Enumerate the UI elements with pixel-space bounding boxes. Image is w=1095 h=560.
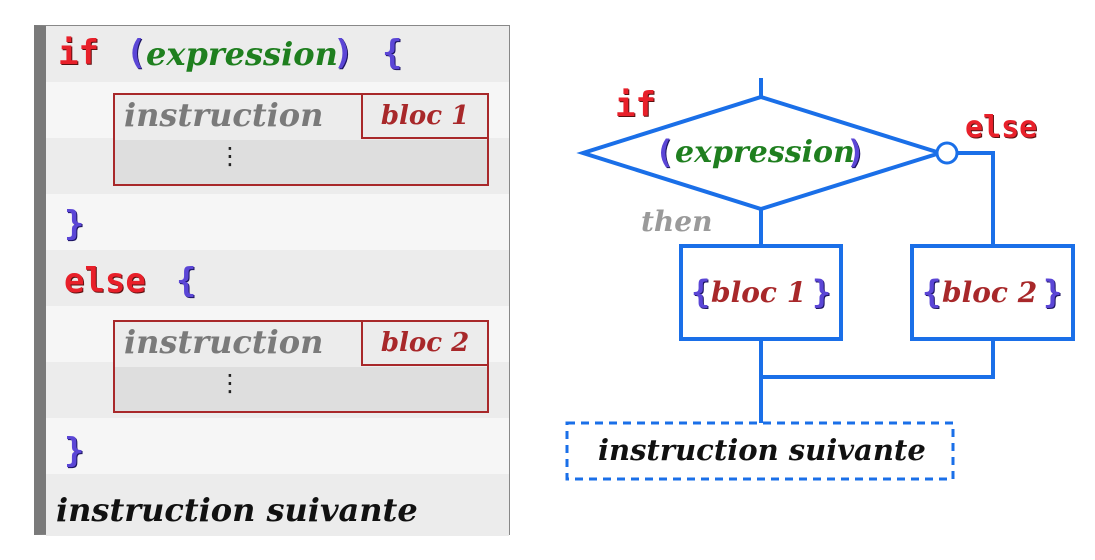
ellipsis-1: ⋮: [218, 142, 242, 170]
flow-bloc1-close-brace: }: [812, 273, 832, 311]
flow-bloc2-close-brace: }: [1043, 273, 1063, 311]
open-brace: {: [382, 33, 403, 73]
flow-next-instruction-text: instruction suivante: [598, 433, 926, 467]
flow-else-label: else: [965, 110, 1038, 145]
bloc-2-box: bloc 2: [113, 320, 489, 413]
open-brace-2: {: [176, 261, 197, 301]
code-row-shade: [46, 194, 509, 250]
bloc-1-label: bloc 1: [361, 95, 487, 139]
else-keyword: else: [64, 261, 146, 301]
if-keyword: if: [58, 33, 99, 73]
flow-then-label: then: [641, 205, 713, 238]
instruction-text-2: instruction: [124, 323, 324, 361]
ellipsis-2: ⋮: [218, 369, 242, 397]
open-paren: (: [126, 33, 147, 73]
flow-bloc1-open-brace: {: [691, 273, 711, 311]
flow-close-paren: ): [846, 133, 866, 171]
instruction-text-1: instruction: [124, 96, 324, 134]
code-row-if: [46, 26, 509, 82]
bloc-1-box: bloc 1: [113, 93, 489, 186]
flow-expression-text: expression: [675, 135, 855, 170]
flow-bloc2-label: bloc 2: [942, 276, 1038, 309]
flow-if-label: if: [615, 85, 656, 125]
close-paren: ): [333, 33, 354, 73]
code-row-shade: [46, 250, 509, 306]
close-brace-1: }: [64, 204, 85, 244]
flow-bloc1-label: bloc 1: [711, 276, 807, 309]
else-connector-circle: [935, 141, 959, 165]
flow-bloc2-open-brace: {: [922, 273, 942, 311]
code-row-shade: [46, 418, 509, 474]
code-panel: if ( expression ) { bloc 1 instruction ⋮…: [34, 25, 510, 536]
close-brace-2: }: [64, 431, 85, 471]
flow-open-paren: (: [655, 133, 675, 171]
bloc-2-node: [910, 244, 1075, 341]
next-instruction-text: instruction suivante: [56, 491, 418, 529]
expression-text: expression: [146, 35, 338, 73]
bloc-2-label: bloc 2: [361, 322, 487, 366]
bloc-1-node: [679, 244, 843, 341]
next-instruction-node: [565, 421, 955, 481]
code-row-shade: [46, 474, 509, 536]
